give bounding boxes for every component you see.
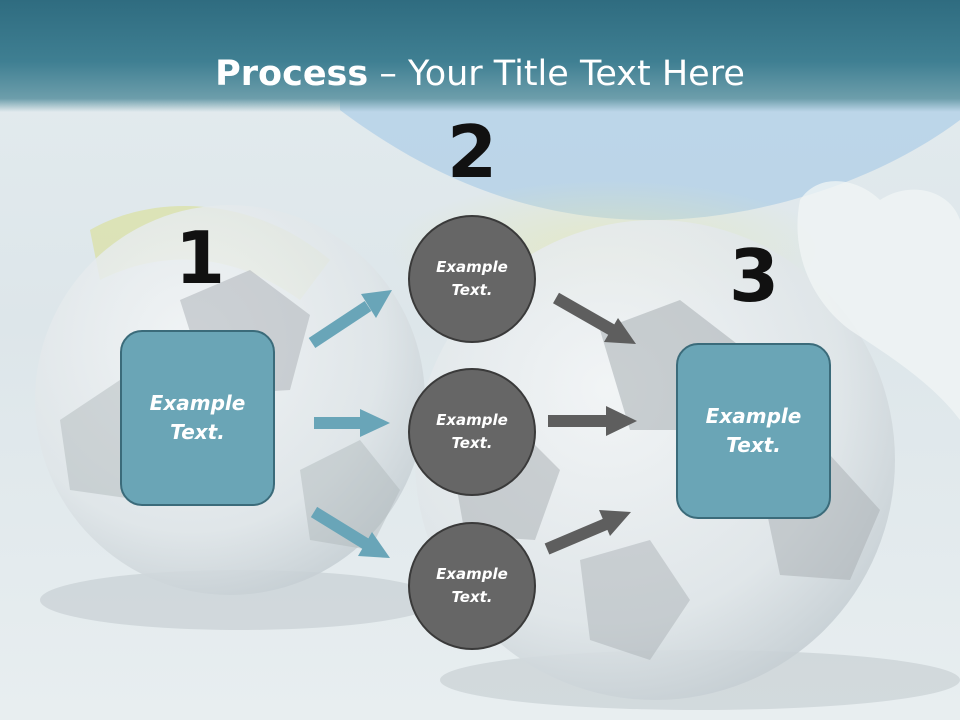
left-process-box[interactable]: Example Text. <box>120 330 275 506</box>
circle-top[interactable]: Example Text. <box>408 215 536 343</box>
title-bar <box>0 0 960 112</box>
circle-top-text: Example Text. <box>436 258 508 299</box>
arrow-middle-to-right <box>548 406 637 436</box>
title-bold: Process <box>215 54 369 94</box>
left-box-text: Example Text. <box>149 391 246 444</box>
circle-middle[interactable]: Example Text. <box>408 368 536 496</box>
arrow-left-to-top <box>308 290 392 349</box>
circle-bottom-text: Example Text. <box>436 565 508 606</box>
step-number-3: 3 <box>728 234 780 318</box>
right-process-box[interactable]: Example Text. <box>676 343 831 519</box>
arrow-top-to-right <box>553 292 636 344</box>
step-number-2: 2 <box>446 110 498 194</box>
arrow-bottom-to-right <box>544 510 631 555</box>
circle-bottom[interactable]: Example Text. <box>408 522 536 650</box>
step-number-1: 1 <box>174 216 226 300</box>
slide-title[interactable]: Process – Your Title Text Here <box>0 52 960 96</box>
title-rest: – Your Title Text Here <box>368 54 745 94</box>
arrow-left-to-middle <box>314 409 390 437</box>
right-box-text: Example Text. <box>705 404 802 457</box>
circle-middle-text: Example Text. <box>436 411 508 452</box>
arrow-left-to-bottom <box>310 506 390 558</box>
